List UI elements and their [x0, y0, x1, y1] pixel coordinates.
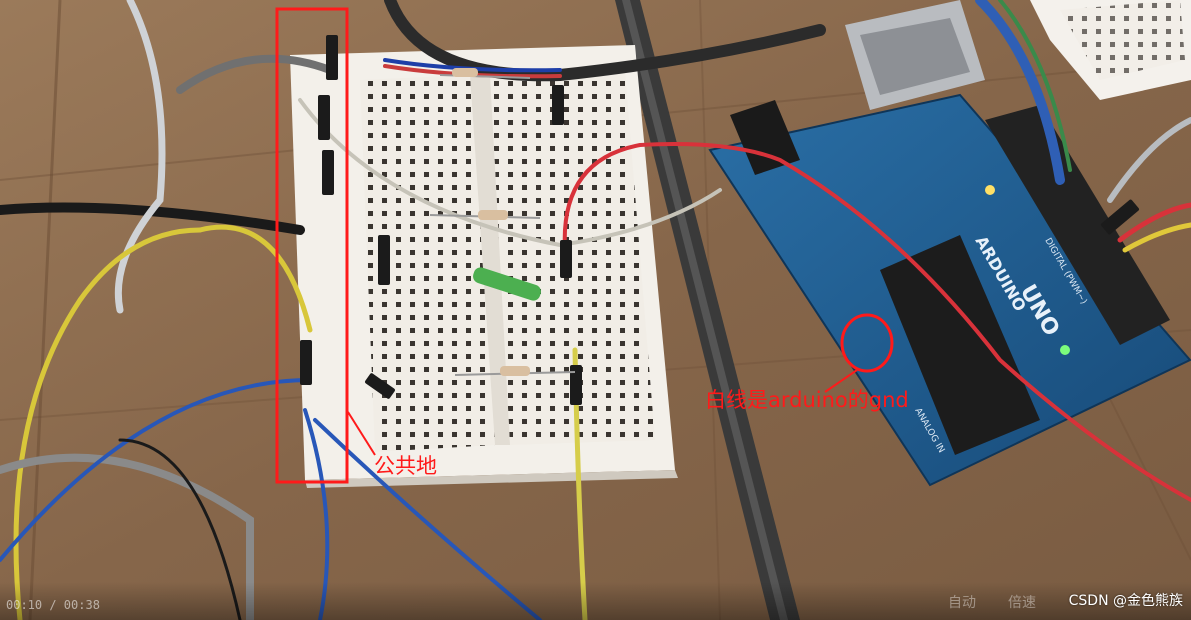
- jumper-connectors: [300, 35, 1140, 405]
- common-ground-label: 公共地: [374, 454, 437, 478]
- gnd-annotation-label: 白线是arduino的gnd: [705, 388, 909, 412]
- metal-rail: [615, 0, 800, 620]
- auto-quality-button[interactable]: 自动: [948, 595, 976, 611]
- video-control-bar: 00:10 / 00:38 自动 倍速: [0, 582, 1191, 620]
- playback-time: 00:10 / 00:38: [6, 598, 100, 612]
- common-ground-pointer: [347, 411, 376, 456]
- gnd-note-pointer: [824, 369, 858, 393]
- csdn-watermark: CSDN @金色熊族: [1068, 593, 1183, 609]
- common-ground-highlight-box: [275, 7, 349, 484]
- playback-speed-button[interactable]: 倍速: [1008, 595, 1036, 611]
- breadboard-top-right: [1030, 0, 1191, 100]
- resistors: [429, 68, 576, 376]
- gnd-pin-circle: [840, 313, 894, 373]
- annotation-marks: [275, 7, 894, 484]
